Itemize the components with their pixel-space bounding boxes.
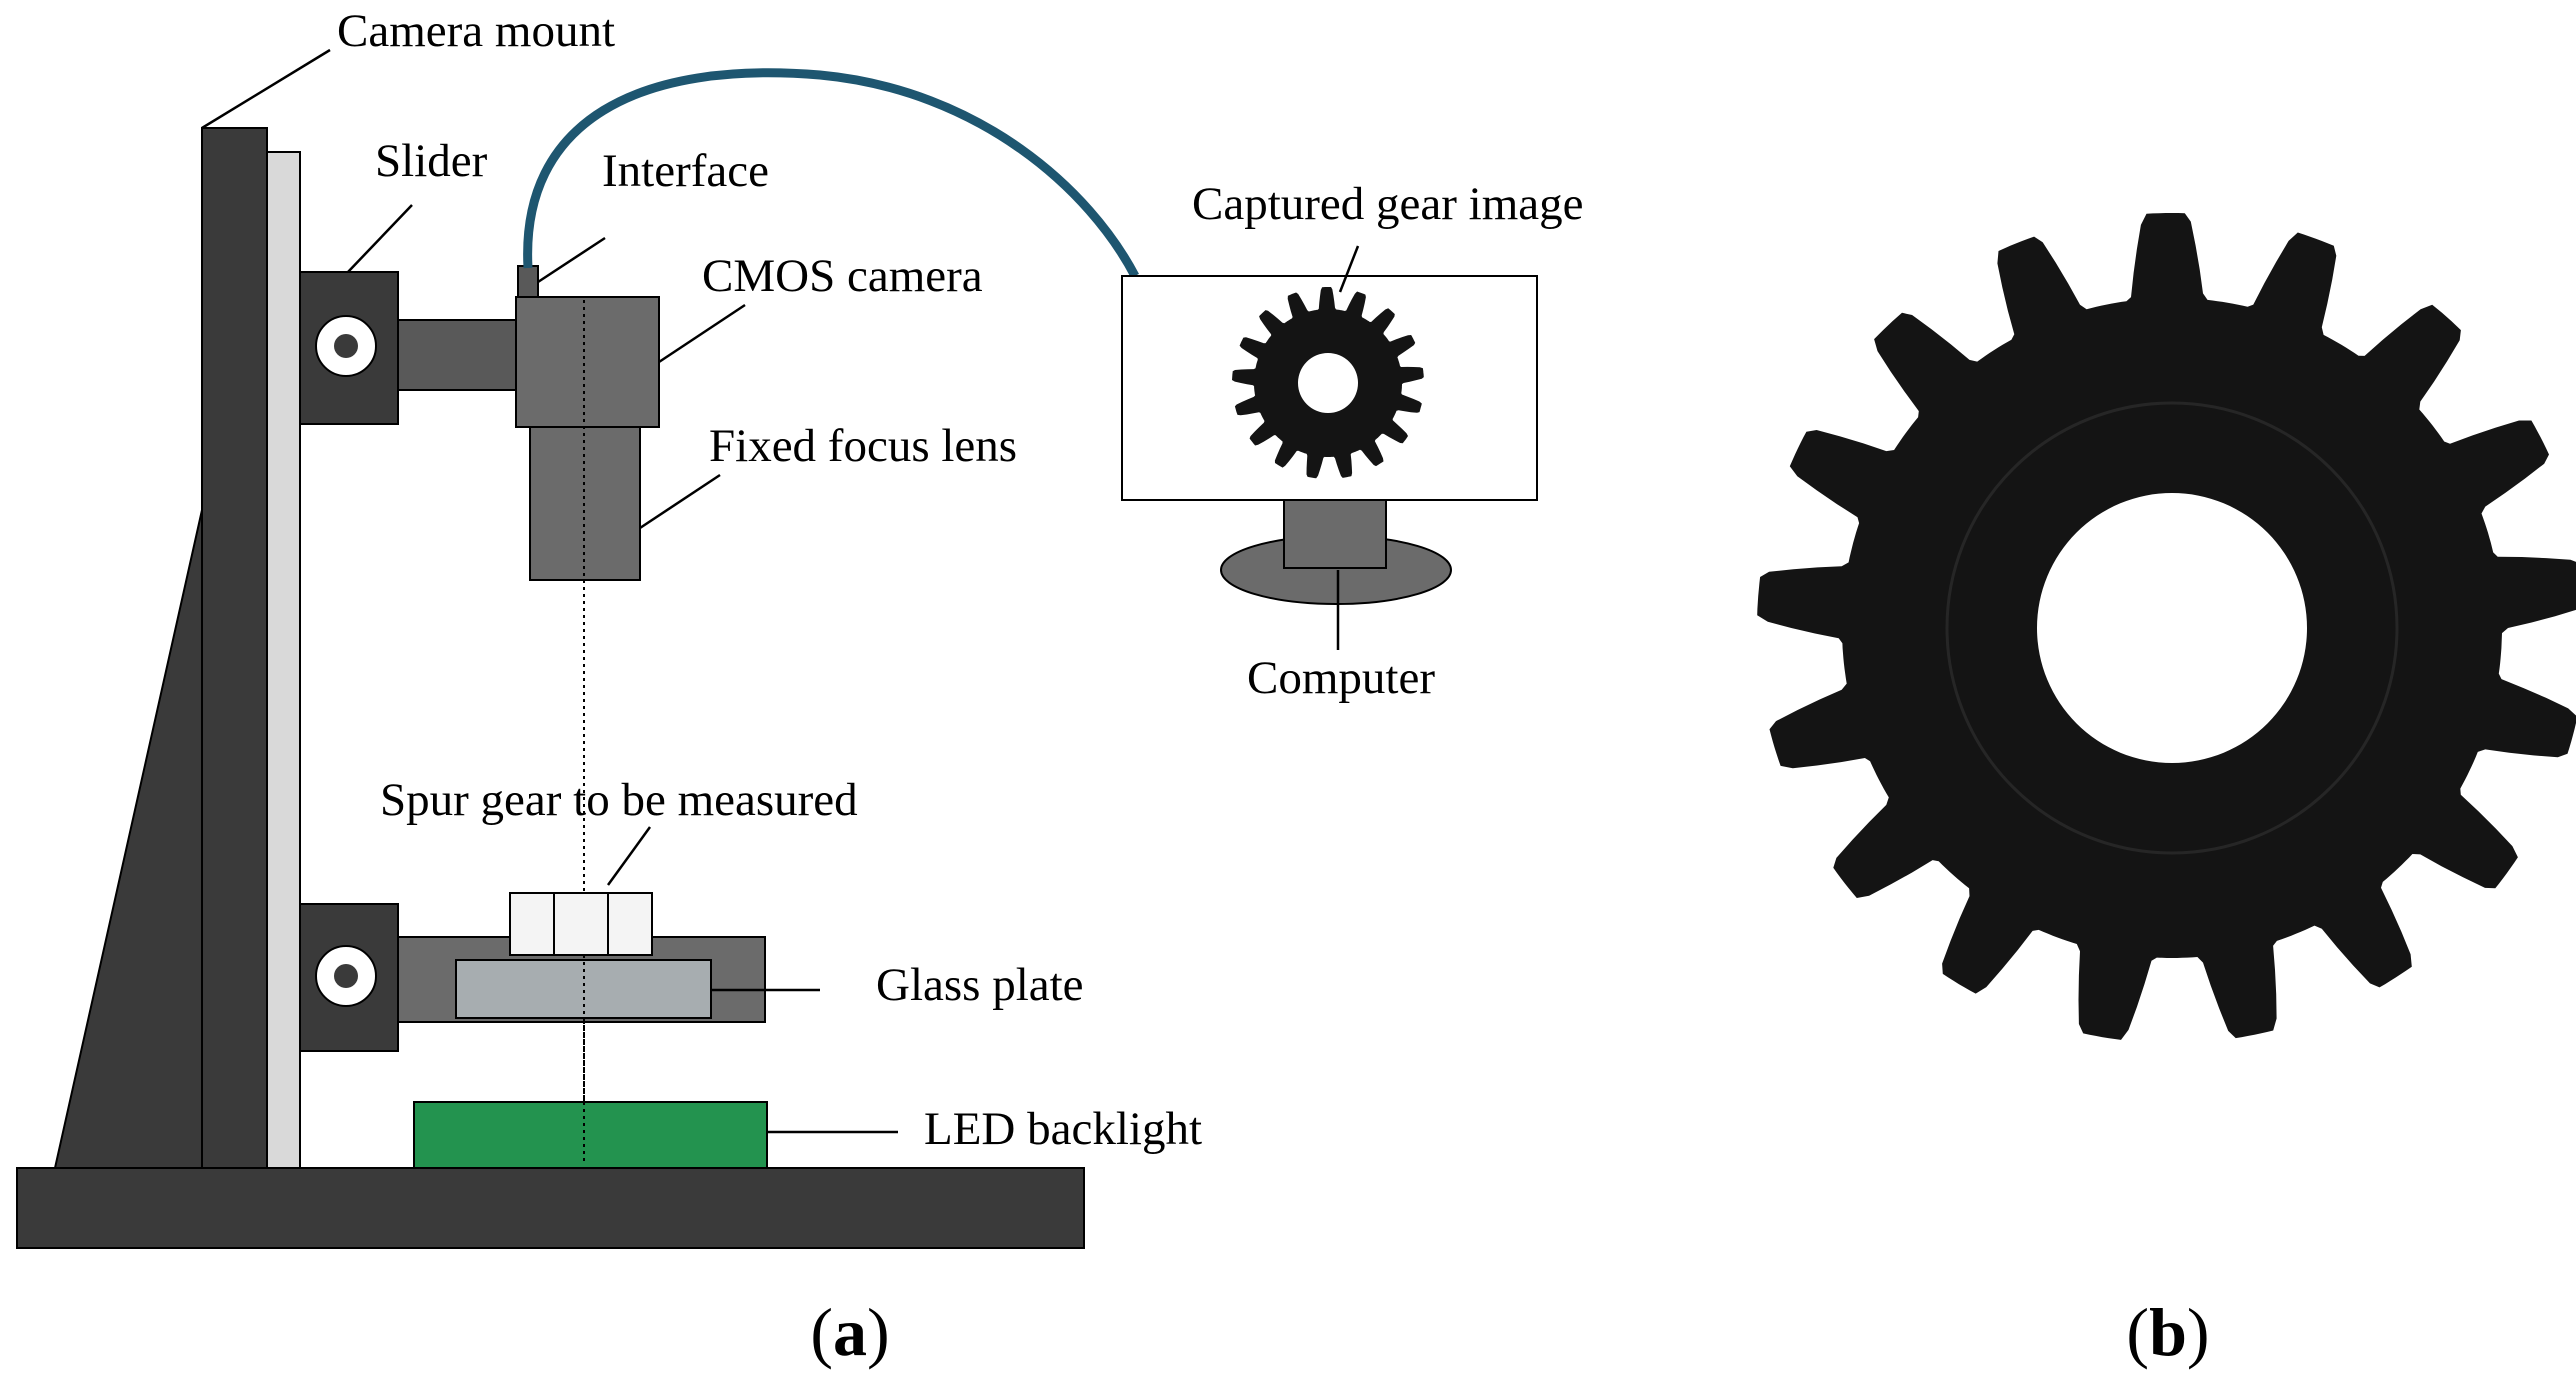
gear-photo-hub-ring	[1945, 401, 2399, 855]
leader-slider	[347, 204, 413, 273]
base-plate	[16, 1167, 1085, 1249]
leader-interface	[537, 236, 606, 284]
leader-captured-gear-image	[1338, 245, 1360, 293]
label-cmos-camera: CMOS camera	[702, 250, 983, 302]
interface-cable	[523, 68, 1139, 279]
label-spur-gear: Spur gear to be measured	[380, 774, 858, 826]
label-computer: Computer	[1247, 652, 1435, 704]
interface-connector	[517, 265, 539, 299]
leader-spur-gear	[606, 826, 652, 886]
leader-cmos-camera	[658, 303, 746, 364]
label-led-backlight: LED backlight	[924, 1103, 1202, 1155]
spur-gear-block-1	[509, 892, 555, 956]
captured-gear-image	[1232, 287, 1424, 479]
guide-rail	[266, 151, 301, 1169]
leader-fixed-focus-lens	[639, 473, 721, 530]
label-captured-gear-image: Captured gear image	[1192, 178, 1584, 230]
label-slider: Slider	[375, 135, 488, 187]
spur-gear-block-2	[553, 892, 609, 956]
label-fixed-focus-lens: Fixed focus lens	[709, 420, 1017, 472]
camera-arm	[397, 319, 517, 391]
spur-gear-block-3	[607, 892, 653, 956]
vertical-post	[201, 127, 268, 1169]
leader-camera-mount	[201, 48, 331, 130]
panel-label-a: (a)	[810, 1294, 889, 1370]
monitor-stand	[1283, 499, 1387, 569]
led-backlight-body	[413, 1101, 768, 1169]
upper-slider-knob-center	[334, 334, 358, 358]
lower-slider-knob-center	[334, 964, 358, 988]
setup-diagram: Camera mount Slider Interface CMOS camer…	[16, 5, 1584, 1370]
support-brace	[53, 509, 203, 1169]
cmos-camera-body	[515, 296, 660, 428]
label-glass-plate: Glass plate	[876, 959, 1084, 1011]
label-camera-mount: Camera mount	[337, 5, 615, 57]
label-interface: Interface	[602, 145, 769, 197]
gear-photo-silhouette	[1757, 213, 2576, 1040]
panel-label-b: (b)	[2126, 1294, 2209, 1370]
gear-photo: (b)	[1757, 213, 2576, 1370]
glass-plate-body	[455, 959, 712, 1019]
